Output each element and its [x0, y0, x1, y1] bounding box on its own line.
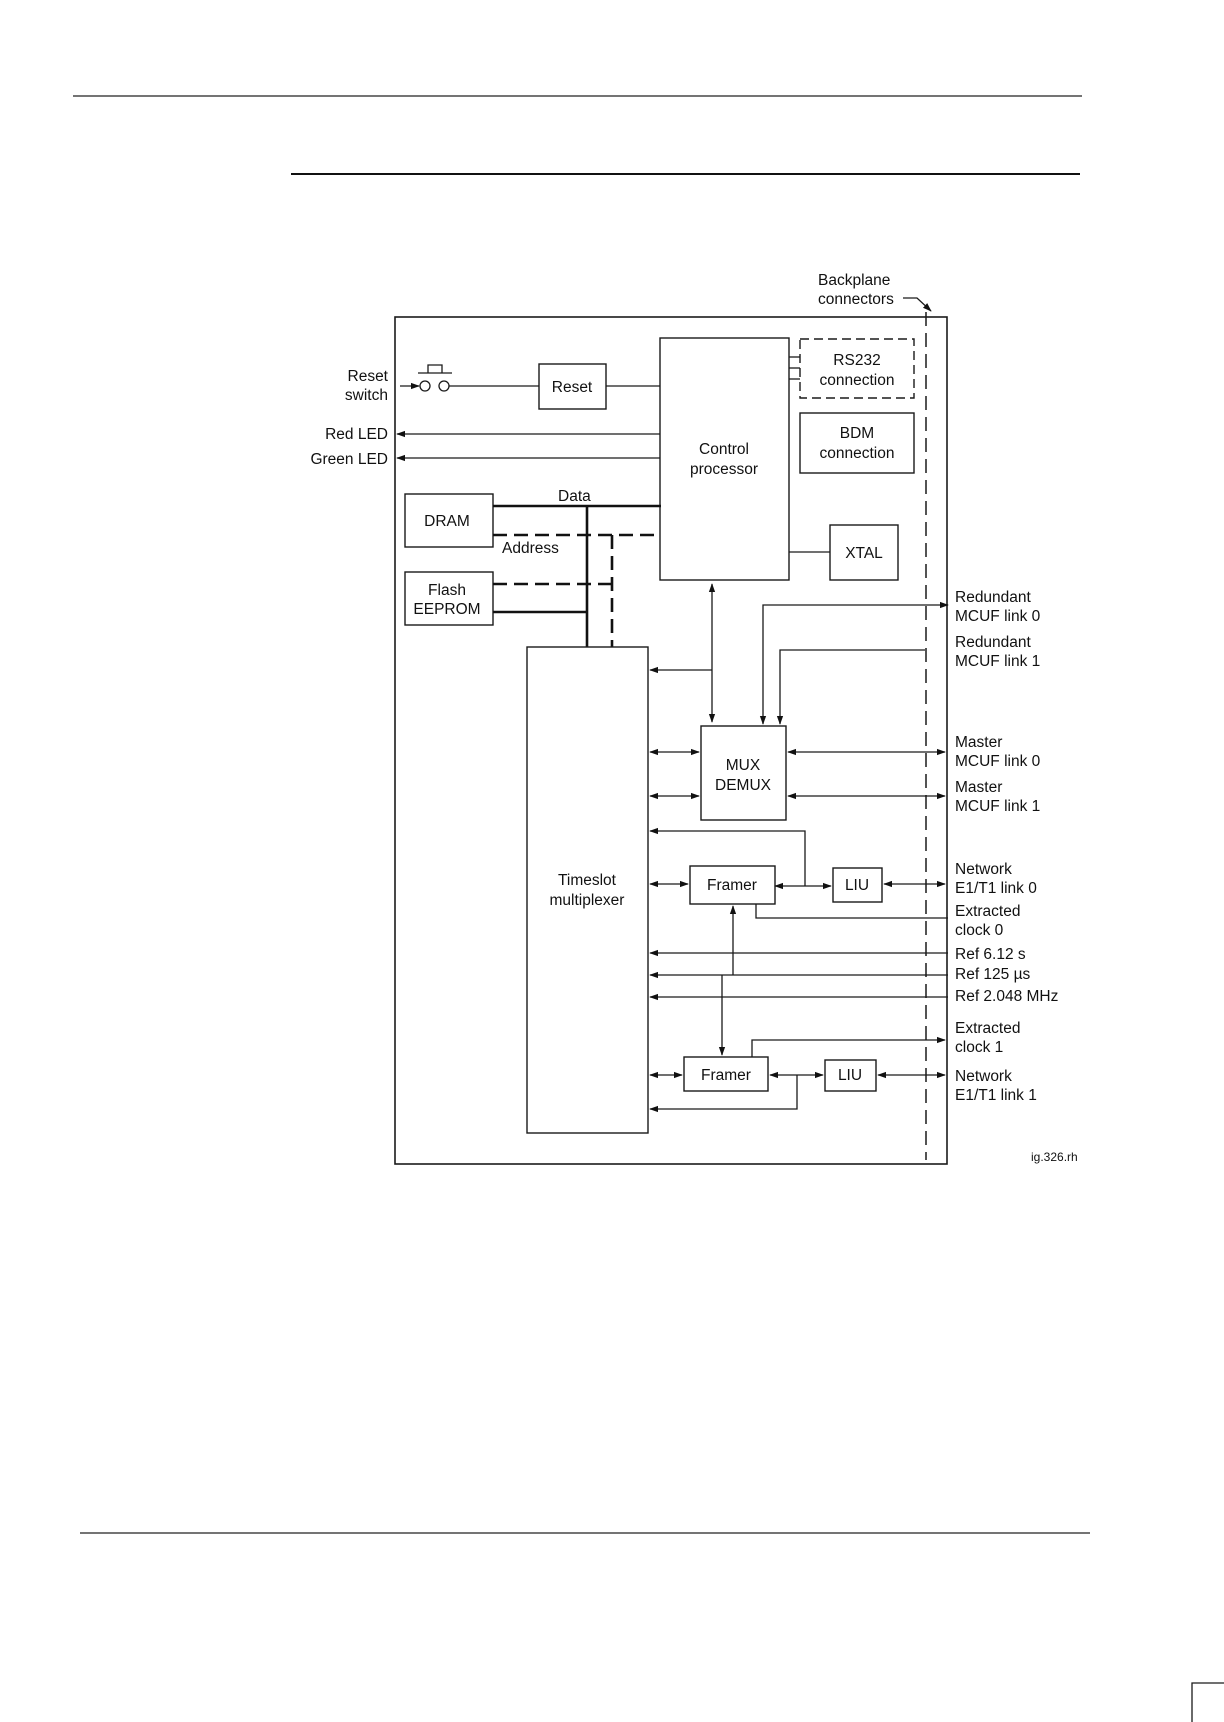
backplane-label-1: Backplane [818, 272, 890, 289]
extracted-0-label-2: clock 0 [955, 922, 1004, 939]
ref-125-label: Ref 125 µs [955, 966, 1031, 983]
redundant-0-label-1: Redundant [955, 589, 1032, 606]
timeslot-label-2: multiplexer [550, 892, 625, 909]
reset-switch-label-1: Reset [348, 368, 389, 385]
reset-block [538, 363, 607, 410]
rs232-connection-block [799, 338, 915, 399]
flash-eeprom-block [404, 571, 494, 626]
bdm-connection-block [799, 412, 915, 474]
address-bus-label: Address [502, 540, 559, 557]
liu-1-label: LIU [838, 1067, 862, 1084]
flash-label-1: Flash [428, 582, 466, 599]
reset-switch-label-2: switch [345, 387, 388, 404]
liu-1-block [824, 1059, 877, 1092]
extracted-1-label-1: Extracted [955, 1020, 1020, 1037]
xtal-label: XTAL [845, 545, 883, 562]
network-0-label-2: E1/T1 link 0 [955, 880, 1037, 897]
flash-label-2: EEPROM [413, 601, 480, 618]
page-corner-mark [1191, 1682, 1224, 1722]
liu1-tsm-return [649, 1075, 798, 1113]
framer-0-block [689, 865, 776, 905]
redundant-link-0 [759, 601, 949, 725]
control-processor-block [659, 337, 790, 581]
extracted-1-label-2: clock 1 [955, 1039, 1003, 1056]
liu-0-label: LIU [845, 877, 869, 894]
redundant-0-label-2: MCUF link 0 [955, 608, 1041, 625]
redundant-link-1 [776, 649, 925, 725]
board-outline [394, 316, 948, 1165]
timeslot-label-1: Timeslot [558, 872, 617, 889]
network-1-label-2: E1/T1 link 1 [955, 1087, 1037, 1104]
network-0-label-1: Network [955, 861, 1012, 878]
mux-demux-block [700, 725, 787, 821]
backplane-pointer [903, 297, 932, 312]
ref-612-label: Ref 6.12 s [955, 946, 1026, 963]
data-bus [493, 504, 661, 647]
figure-id: ig.326.rh [1031, 1150, 1078, 1164]
dram-block [404, 493, 494, 548]
mux-label-1: MUX [726, 757, 761, 774]
dram-label: DRAM [424, 513, 470, 530]
master-0-label-1: Master [955, 734, 1002, 751]
framer-0-label: Framer [707, 877, 757, 894]
control-processor-label-1: Control [699, 441, 749, 458]
framer-1-label: Framer [701, 1067, 751, 1084]
liu-0-block [832, 867, 883, 903]
backplane-label-2: connectors [818, 291, 894, 308]
rs232-label-1: RS232 [833, 352, 880, 369]
xtal-block [829, 524, 899, 581]
control-processor-label-2: processor [690, 461, 758, 478]
rs232-label-2: connection [820, 372, 895, 389]
green-led-label: Green LED [310, 451, 388, 468]
bdm-label-1: BDM [840, 425, 874, 442]
master-1-label-2: MCUF link 1 [955, 798, 1040, 815]
data-bus-label: Data [558, 488, 591, 505]
redundant-1-label-1: Redundant [955, 634, 1032, 651]
network-1-label-1: Network [955, 1068, 1012, 1085]
extracted-clock-0-line [755, 904, 948, 919]
master-1-label-1: Master [955, 779, 1002, 796]
reset-switch-symbol [400, 364, 539, 392]
rs232-links [789, 356, 800, 380]
liu0-tsm-return [649, 827, 806, 886]
redundant-1-label-2: MCUF link 1 [955, 653, 1040, 670]
extracted-0-label-1: Extracted [955, 903, 1020, 920]
master-0-label-2: MCUF link 0 [955, 753, 1041, 770]
address-bus [493, 533, 661, 647]
bdm-label-2: connection [820, 445, 895, 462]
timeslot-multiplexer-block [526, 646, 649, 1134]
extracted-clock-1-line [751, 1036, 946, 1057]
reset-block-label: Reset [552, 379, 593, 396]
framer-1-block [683, 1056, 769, 1092]
red-led-label: Red LED [325, 426, 388, 443]
mux-label-2: DEMUX [715, 777, 772, 794]
ref-2048-label: Ref 2.048 MHz [955, 988, 1058, 1005]
